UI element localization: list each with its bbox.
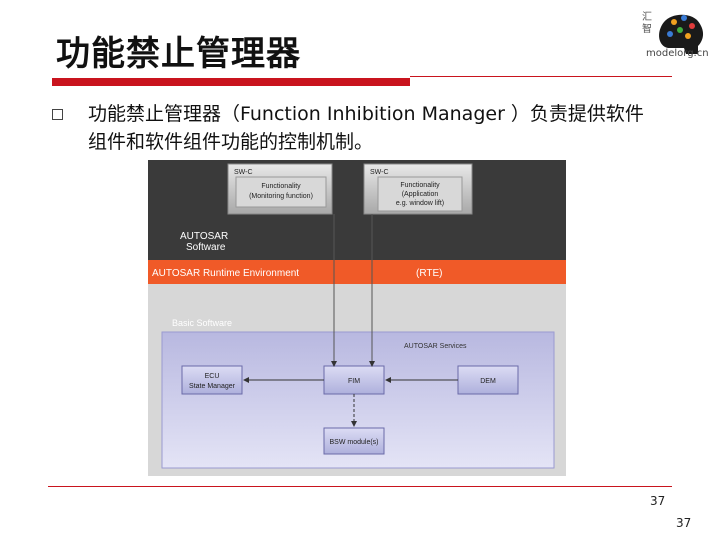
basic-software-label: Basic Software (172, 318, 232, 328)
swc-right-inner-line2: (Application (402, 191, 439, 198)
logo-text: modelorg.cn (646, 48, 709, 59)
autosar-software-layer (148, 160, 566, 260)
bullet-text: 功能禁止管理器（Function Inhibition Manager ）负责提… (88, 103, 644, 153)
swc-right-label: SW-C (370, 169, 389, 176)
bsw-modules-label: BSW module(s) (329, 439, 378, 446)
ecu-line2: State Manager (189, 383, 236, 390)
bullet-marker (52, 109, 63, 120)
swc-right-box: SW-C Functionality (Application e.g. win… (363, 163, 473, 215)
fim-box: FIM (323, 365, 385, 395)
slide-title: 功能禁止管理器 (56, 34, 301, 74)
autosar-software-line1: AUTOSAR (180, 231, 228, 242)
title-divider-line (410, 76, 672, 77)
dem-label: DEM (480, 378, 496, 385)
page-number: 37 (650, 494, 666, 508)
autosar-services-label: AUTOSAR Services (404, 343, 467, 350)
swc-left-inner-line1: Functionality (261, 183, 301, 190)
swc-left-box: SW-C Functionality (Monitoring function) (227, 163, 333, 215)
rte-abbr: (RTE) (416, 268, 442, 279)
rte-label: AUTOSAR Runtime Environment (152, 268, 299, 279)
logo (640, 8, 718, 68)
fim-architecture-diagram: SW-C Functionality (Monitoring function)… (148, 160, 566, 476)
brain-head-icon (659, 14, 704, 54)
title-underline-bar (52, 78, 410, 86)
footer-divider-line (48, 486, 672, 487)
swc-right-inner-line3: e.g. window lift) (396, 200, 444, 207)
swc-left-label: SW-C (234, 169, 253, 176)
dem-box: DEM (457, 365, 519, 395)
rte-layer (148, 260, 566, 284)
swc-left-inner-line2: (Monitoring function) (249, 193, 313, 200)
ecu-line1: ECU (205, 373, 220, 380)
bsw-modules-box: BSW module(s) (323, 427, 385, 455)
ecu-state-manager-box: ECU State Manager (181, 365, 243, 395)
swc-right-inner-line1: Functionality (400, 182, 440, 189)
autosar-software-line2: Software (186, 242, 226, 253)
page-number-repeat: 37 (676, 516, 692, 530)
fim-label: FIM (348, 378, 360, 385)
logo-side-text: 汇智 (642, 12, 652, 35)
